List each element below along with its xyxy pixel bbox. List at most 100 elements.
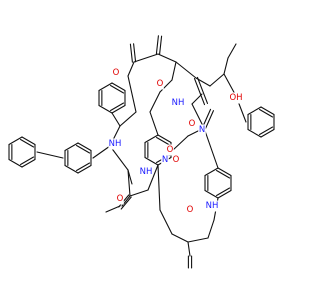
ringB-ring-bond xyxy=(64,142,79,152)
skeleton-bond xyxy=(133,53,159,63)
skeleton-bond xyxy=(171,61,177,81)
ringD-ring-bond xyxy=(157,134,172,144)
atom-label-background xyxy=(161,154,169,166)
atom-label-background xyxy=(186,204,194,216)
atom-label-background xyxy=(116,193,124,205)
ringD-ring-bond xyxy=(144,156,159,166)
skeleton-bond xyxy=(159,209,173,235)
carbonyl-bond xyxy=(159,35,163,55)
ringC-ring-bond xyxy=(111,82,126,92)
carbonyl-bond xyxy=(155,35,159,55)
atom-label-n: N xyxy=(162,155,168,165)
atom-label-o: O xyxy=(167,145,174,155)
ringC-ring-inner-bond xyxy=(110,102,125,112)
skeleton-bond xyxy=(127,169,133,185)
atom-label-n: NH xyxy=(109,139,122,149)
ringD-ring-inner-bond xyxy=(156,136,171,146)
skeleton-bond xyxy=(207,219,215,239)
carbonyl-bond xyxy=(129,43,133,63)
skeleton-bond xyxy=(157,164,161,211)
ringE-ring-inner-bond xyxy=(216,187,231,197)
skeleton-bond xyxy=(109,145,129,171)
atom-label-n: N xyxy=(199,125,205,135)
ringB-ring-inner-bond xyxy=(76,144,91,154)
ringE-ring-bond xyxy=(217,167,232,177)
ringC-ring-inner-bond xyxy=(110,84,125,94)
ringF-ring-inner-bond xyxy=(259,108,274,118)
ringA-ring-bond xyxy=(8,158,23,168)
skeleton-bond xyxy=(171,233,189,243)
atom-label-background xyxy=(156,78,164,90)
carbonyl-bond xyxy=(193,78,206,106)
atom-label-background xyxy=(112,67,120,79)
atom-label-background xyxy=(108,138,122,150)
atom-label-background xyxy=(205,200,219,212)
skeleton-bond xyxy=(119,111,137,127)
ringB-ring-bond xyxy=(77,142,92,152)
ringE-ring-bond xyxy=(204,167,219,177)
skeleton-bond xyxy=(227,43,237,59)
skeleton-bond xyxy=(127,169,131,197)
atom-label-o: O xyxy=(117,194,124,204)
carbonyl-bond xyxy=(196,76,209,104)
atom-label-o: O xyxy=(187,205,194,215)
skeleton-bond xyxy=(223,57,229,75)
ringA-ring-inner-bond xyxy=(20,138,35,148)
atom-label-o: O xyxy=(189,119,196,129)
ringB-ring-inner-bond xyxy=(76,162,91,172)
ringA-ring-bond xyxy=(21,136,36,146)
ringA-ring-bond xyxy=(21,158,36,168)
skeleton-bond xyxy=(191,93,203,105)
ringF-ring-bond xyxy=(260,106,275,116)
bond-lines xyxy=(8,35,275,269)
atom-label-o: O xyxy=(113,68,120,78)
skeleton-bond xyxy=(209,73,225,87)
ringC-ring-bond xyxy=(111,104,126,114)
ringD-ring-bond xyxy=(144,134,159,144)
skeleton-bond xyxy=(111,112,121,127)
ringC-ring-bond xyxy=(98,104,113,114)
skeleton-bond xyxy=(223,73,237,97)
ringF-ring-bond xyxy=(260,128,275,138)
atom-label-background xyxy=(139,166,153,178)
carbonyl-bond xyxy=(201,108,212,128)
ringC-ring-bond xyxy=(98,82,113,92)
atom-label-background xyxy=(198,124,206,136)
ringF-ring-inner-bond xyxy=(259,126,274,136)
skeleton-bond xyxy=(187,241,191,257)
atom-label-background xyxy=(166,144,174,156)
skeleton-bond xyxy=(92,145,111,159)
atom-label-background xyxy=(229,92,243,104)
skeleton-bond xyxy=(129,189,149,197)
ringB-ring-bond xyxy=(64,164,79,174)
ringE-ring-inner-bond xyxy=(216,169,231,179)
atom-label-background xyxy=(172,154,180,166)
ringF-ring-bond xyxy=(247,106,262,116)
ringE-ring-bond xyxy=(217,189,232,199)
carbonyl-bond xyxy=(133,43,137,63)
skeleton-bond xyxy=(159,79,173,93)
skeleton-bond xyxy=(105,205,121,213)
skeleton-bond xyxy=(203,127,219,169)
atom-label-o: O xyxy=(173,155,180,165)
atom-label-background xyxy=(188,118,196,130)
skeleton-bond xyxy=(157,53,177,63)
carbonyl-bond xyxy=(120,196,132,210)
skeleton-bond xyxy=(191,103,205,129)
skeleton-bond xyxy=(149,91,161,113)
skeleton-bond xyxy=(175,61,197,79)
skeleton-bond xyxy=(187,237,209,243)
atom-label-o: OH xyxy=(229,93,242,103)
atom-label-n: NH xyxy=(206,201,219,211)
atom-label-o: O xyxy=(157,79,164,89)
skeleton-bond xyxy=(147,164,159,191)
skeleton-bond xyxy=(127,75,137,113)
skeleton-bond xyxy=(172,135,189,151)
atom-label-n: NH xyxy=(140,167,153,177)
ringA-ring-inner-bond xyxy=(20,156,35,166)
atom-label-background xyxy=(171,97,185,109)
ringB-ring-bond xyxy=(77,164,92,174)
skeleton-bond xyxy=(127,61,135,77)
